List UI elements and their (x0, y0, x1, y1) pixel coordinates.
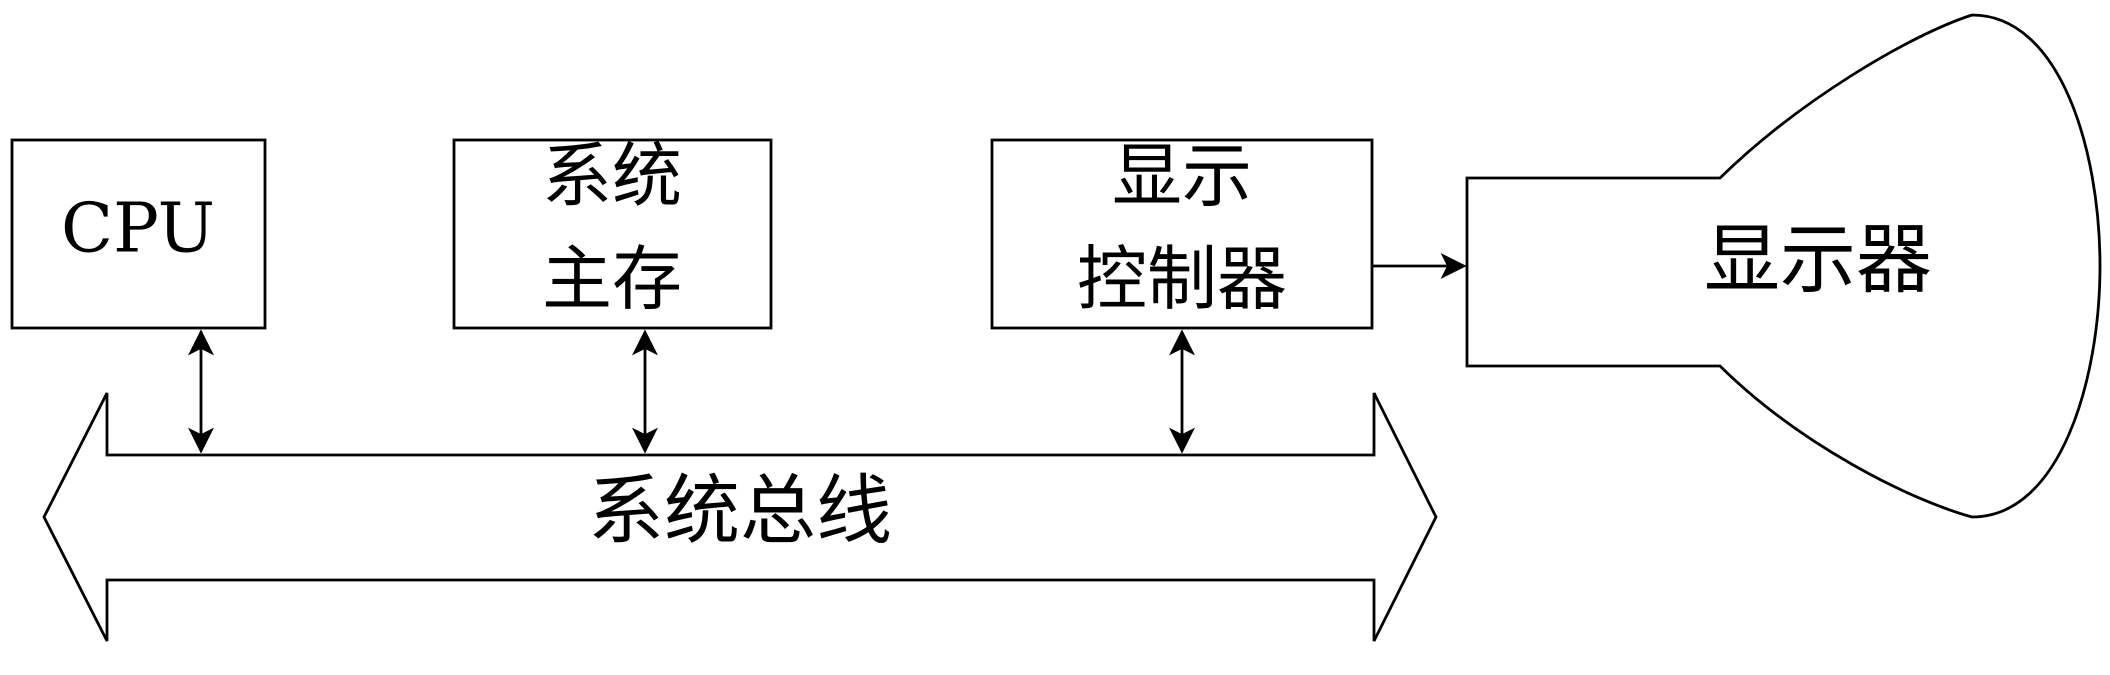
system-bus-label: 系统总线 (588, 466, 892, 555)
cpu-label: CPU (61, 190, 215, 269)
display-controller-label-line2: 控制器 (1077, 238, 1287, 320)
memory-label-line1: 系统 (542, 135, 682, 217)
memory-label-line2: 主存 (542, 238, 682, 320)
monitor-shape: 显示器 (1465, 13, 2102, 519)
cpu-block: CPU (10, 138, 267, 330)
monitor-label: 显示器 (1704, 215, 1932, 304)
display-controller-block: 显示 控制器 (990, 135, 1374, 330)
display-controller-label-line1: 显示 (1112, 135, 1252, 217)
system-memory-block: 系统 主存 (452, 135, 773, 330)
system-bus-arrow (42, 392, 1438, 642)
